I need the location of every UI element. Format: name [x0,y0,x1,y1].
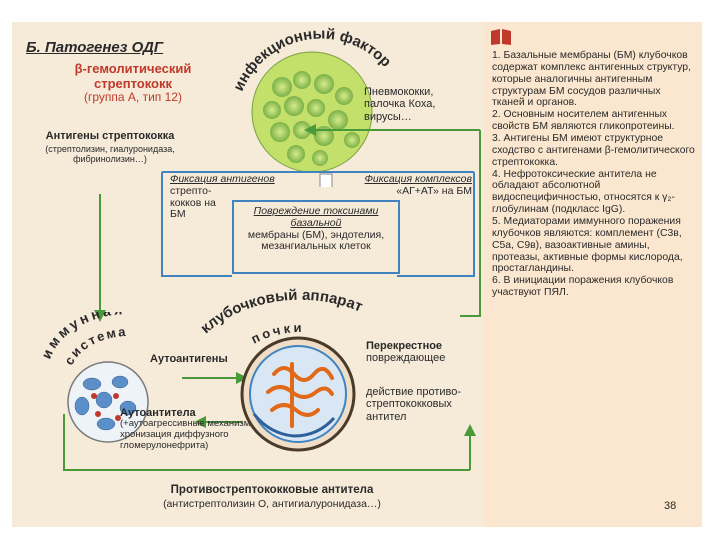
cross-rest: действие противо- стрептококковых антите… [366,386,462,423]
immune-arc: иммунная система [42,312,126,367]
cross-line2: повреждающее [366,352,446,365]
note-item: 1. Базальные мембраны (БМ) клубочков сод… [492,50,691,109]
pathogen-group: (группа А, тип 12) [84,90,182,105]
autoantibodies-block: Аутоантитела (+аутоагрессивные механизмы… [120,407,280,451]
notes-panel: 1. Базальные мембраны (БМ) клубочков сод… [484,22,702,527]
bottom-desc: (антистрептолизин О, антигиалуронидаза…) [163,497,381,510]
damage-title: Повреждение токсинами базальной [253,205,379,229]
fixation-antigens-title: Фиксация антигенов [170,173,275,185]
fixation-complexes-rest: «АГ+АТ» на БМ [396,184,472,197]
infection-diagram: инфекционный фактор [230,25,394,187]
bottom-title: Противострептококковые антитела [170,484,374,496]
damage-rest: мембраны (БМ), эндотелия, мезангиальных … [247,228,385,253]
notes-list: 1. Базальные мембраны (БМ) клубочков сод… [492,50,696,299]
fixation-antigens: Фиксация антигенов стрепто- кокков на БМ [170,173,290,221]
cross-title: Перекрестное [366,340,443,352]
bacteria-cells [263,71,360,166]
note-item: 3. Антигены БМ имеют структурное сходств… [492,133,695,168]
glomerular-arc: клубочковый аппарат почки [197,287,365,347]
note-item: 4. Нефротоксические антитела не обладают… [492,168,675,216]
autoantibodies-title: Аутоантитела [120,407,196,419]
slide-page: Б. Патогенез ОДГ β-гемолитический стрепт… [12,22,702,527]
note-item: 5. Медиаторами иммунного поражения клубо… [492,216,683,275]
antigens-list: (стрептолизин, гиалуронидаза, фибринолиз… [45,144,175,165]
pathogen-label: β-гемолитический стрептококк (группа А, … [38,61,228,105]
pathogen-name: β-гемолитический стрептококк [74,61,192,91]
damage-box: Повреждение токсинами базальной мембраны… [232,200,400,274]
autoantigens-label: Аутоантигены [150,353,228,365]
antigens-title: Антигены стрептококка [45,130,175,142]
autoantibodies-desc: (+аутоагрессивные механизмы ⇨ хронизация… [120,418,268,451]
bottom-antibodies: Противострептококковые антитела (антистр… [122,484,422,511]
fixation-antigens-rest: стрепто- кокков на БМ [170,184,216,221]
other-agents: Пневмококки, палочка Коха, вирусы… [364,86,436,123]
fixation-complexes: Фиксация комплексов «АГ+АТ» на БМ [350,173,472,198]
note-item: 2. Основным носителем антигенных свойств… [492,109,675,133]
immune-cell-image [67,361,149,443]
page-title: Б. Патогенез ОДГ [26,39,164,56]
down-arrow-icon [319,173,333,187]
cross-block: Перекрестное повреждающее [366,340,476,365]
page-number: 38 [664,500,677,512]
fixation-complexes-title: Фиксация комплексов [364,173,472,185]
note-item: 6. В инициации поражения клубочков участ… [492,275,674,299]
antigens-block: Антигены стрептококка (стрептолизин, гиа… [40,130,180,164]
connector-lines [63,124,481,471]
book-icon [491,29,511,45]
glomerulus-image [240,336,356,452]
